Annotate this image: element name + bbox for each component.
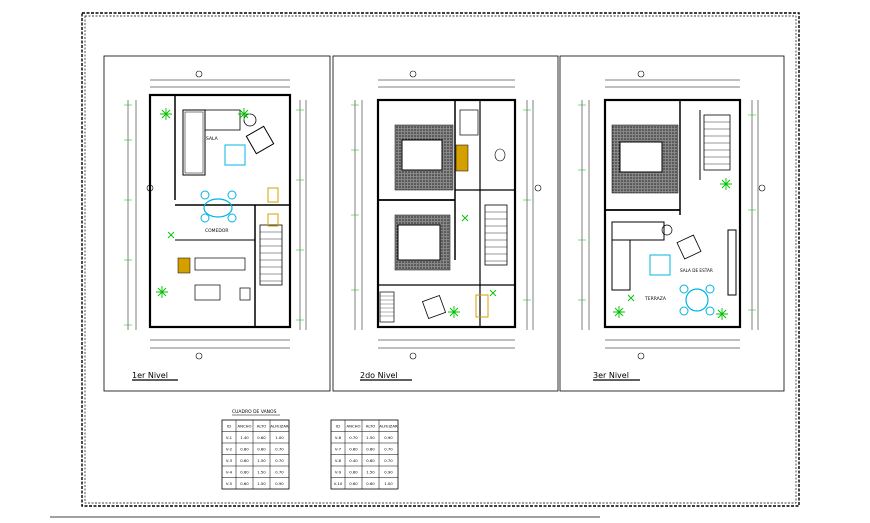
floor-plan-level-2 <box>351 70 542 360</box>
table-cell: 0.80 <box>240 446 249 451</box>
panel-title-3: 3er Nivel <box>593 371 629 380</box>
table-header-cell: ALTO <box>257 423 267 428</box>
table-header-cell: ANCHO <box>347 423 361 428</box>
table-cell: 0.60 <box>349 446 358 451</box>
panel-frame-2 <box>332 55 559 392</box>
table-cell: 0.60 <box>240 481 249 486</box>
table-cell: 0.70 <box>384 446 393 451</box>
table-header-cell: ANCHO <box>238 423 252 428</box>
table-cell: 0.60 <box>366 481 375 486</box>
table-header-cell: ID <box>336 423 340 428</box>
table-cell: 1.00 <box>384 481 393 486</box>
table-cell: 0.60 <box>349 481 358 486</box>
table-cell: 1.50 <box>257 458 266 463</box>
table-cell: 1.40 <box>240 435 249 440</box>
table-cell: 0.70 <box>275 446 284 451</box>
table-cell: 0.70 <box>349 435 358 440</box>
table-cell: 0.90 <box>384 435 393 440</box>
table-cell: V-9 <box>335 469 342 474</box>
table-header-cell: ALFEIZAR <box>270 423 289 428</box>
panel-title-1: 1er Nivel <box>132 371 168 380</box>
table-cell: V-8 <box>335 458 342 463</box>
table-header-cell: ALFEIZAR <box>379 423 398 428</box>
table-cell: 1.50 <box>257 469 266 474</box>
table-cell: V-1 <box>226 435 233 440</box>
table-cell: V-10 <box>334 481 343 486</box>
room-label-comedor: COMEDOR <box>205 228 229 234</box>
table-cell: V-7 <box>335 446 342 451</box>
table-cell: 0.90 <box>275 481 284 486</box>
table-header-cell: ALTO <box>366 423 376 428</box>
panel-frame-1 <box>103 55 331 392</box>
table-cell: 0.70 <box>384 458 393 463</box>
table-cell: 0.60 <box>240 469 249 474</box>
room-label-sala: SALA <box>206 136 219 142</box>
table-cell: V-5 <box>226 481 233 486</box>
table-cell: 0.70 <box>275 458 284 463</box>
sheet-border-inner <box>84 15 797 504</box>
sheet-border-outer <box>81 12 800 507</box>
table-cell: 1.50 <box>366 435 375 440</box>
table-cell: 0.60 <box>366 446 375 451</box>
table-cell: 1.50 <box>366 469 375 474</box>
table-cell: 1.00 <box>275 435 284 440</box>
table-cell: 0.90 <box>384 469 393 474</box>
table-cell: 0.60 <box>240 458 249 463</box>
table-cell: V-4 <box>226 469 233 474</box>
room-label-terraza: TERRAZA <box>644 296 667 302</box>
schedule-title: CUADRO DE VANOS <box>232 409 277 415</box>
panel-title-2: 2do Nivel <box>360 371 398 380</box>
table-cell: 0.40 <box>349 458 358 463</box>
table-cell: 0.60 <box>349 469 358 474</box>
table-cell: V-3 <box>226 458 233 463</box>
panel-frame-3 <box>559 55 785 392</box>
table-header-cell: ID <box>227 423 231 428</box>
table-cell: V-6 <box>335 435 342 440</box>
floor-plan-level-3: SALA DE ESTAR TERRAZA <box>578 70 766 360</box>
table-cell: 1.50 <box>257 481 266 486</box>
floor-plan-level-1: SALA COMEDOR <box>124 70 307 360</box>
table-cell: 0.60 <box>257 435 266 440</box>
table-cell: 0.60 <box>366 458 375 463</box>
table-cell: 0.70 <box>275 469 284 474</box>
table-cell: 0.60 <box>257 446 266 451</box>
room-label-sala-de-estar: SALA DE ESTAR <box>680 268 713 273</box>
table-cell: V-2 <box>226 446 233 451</box>
